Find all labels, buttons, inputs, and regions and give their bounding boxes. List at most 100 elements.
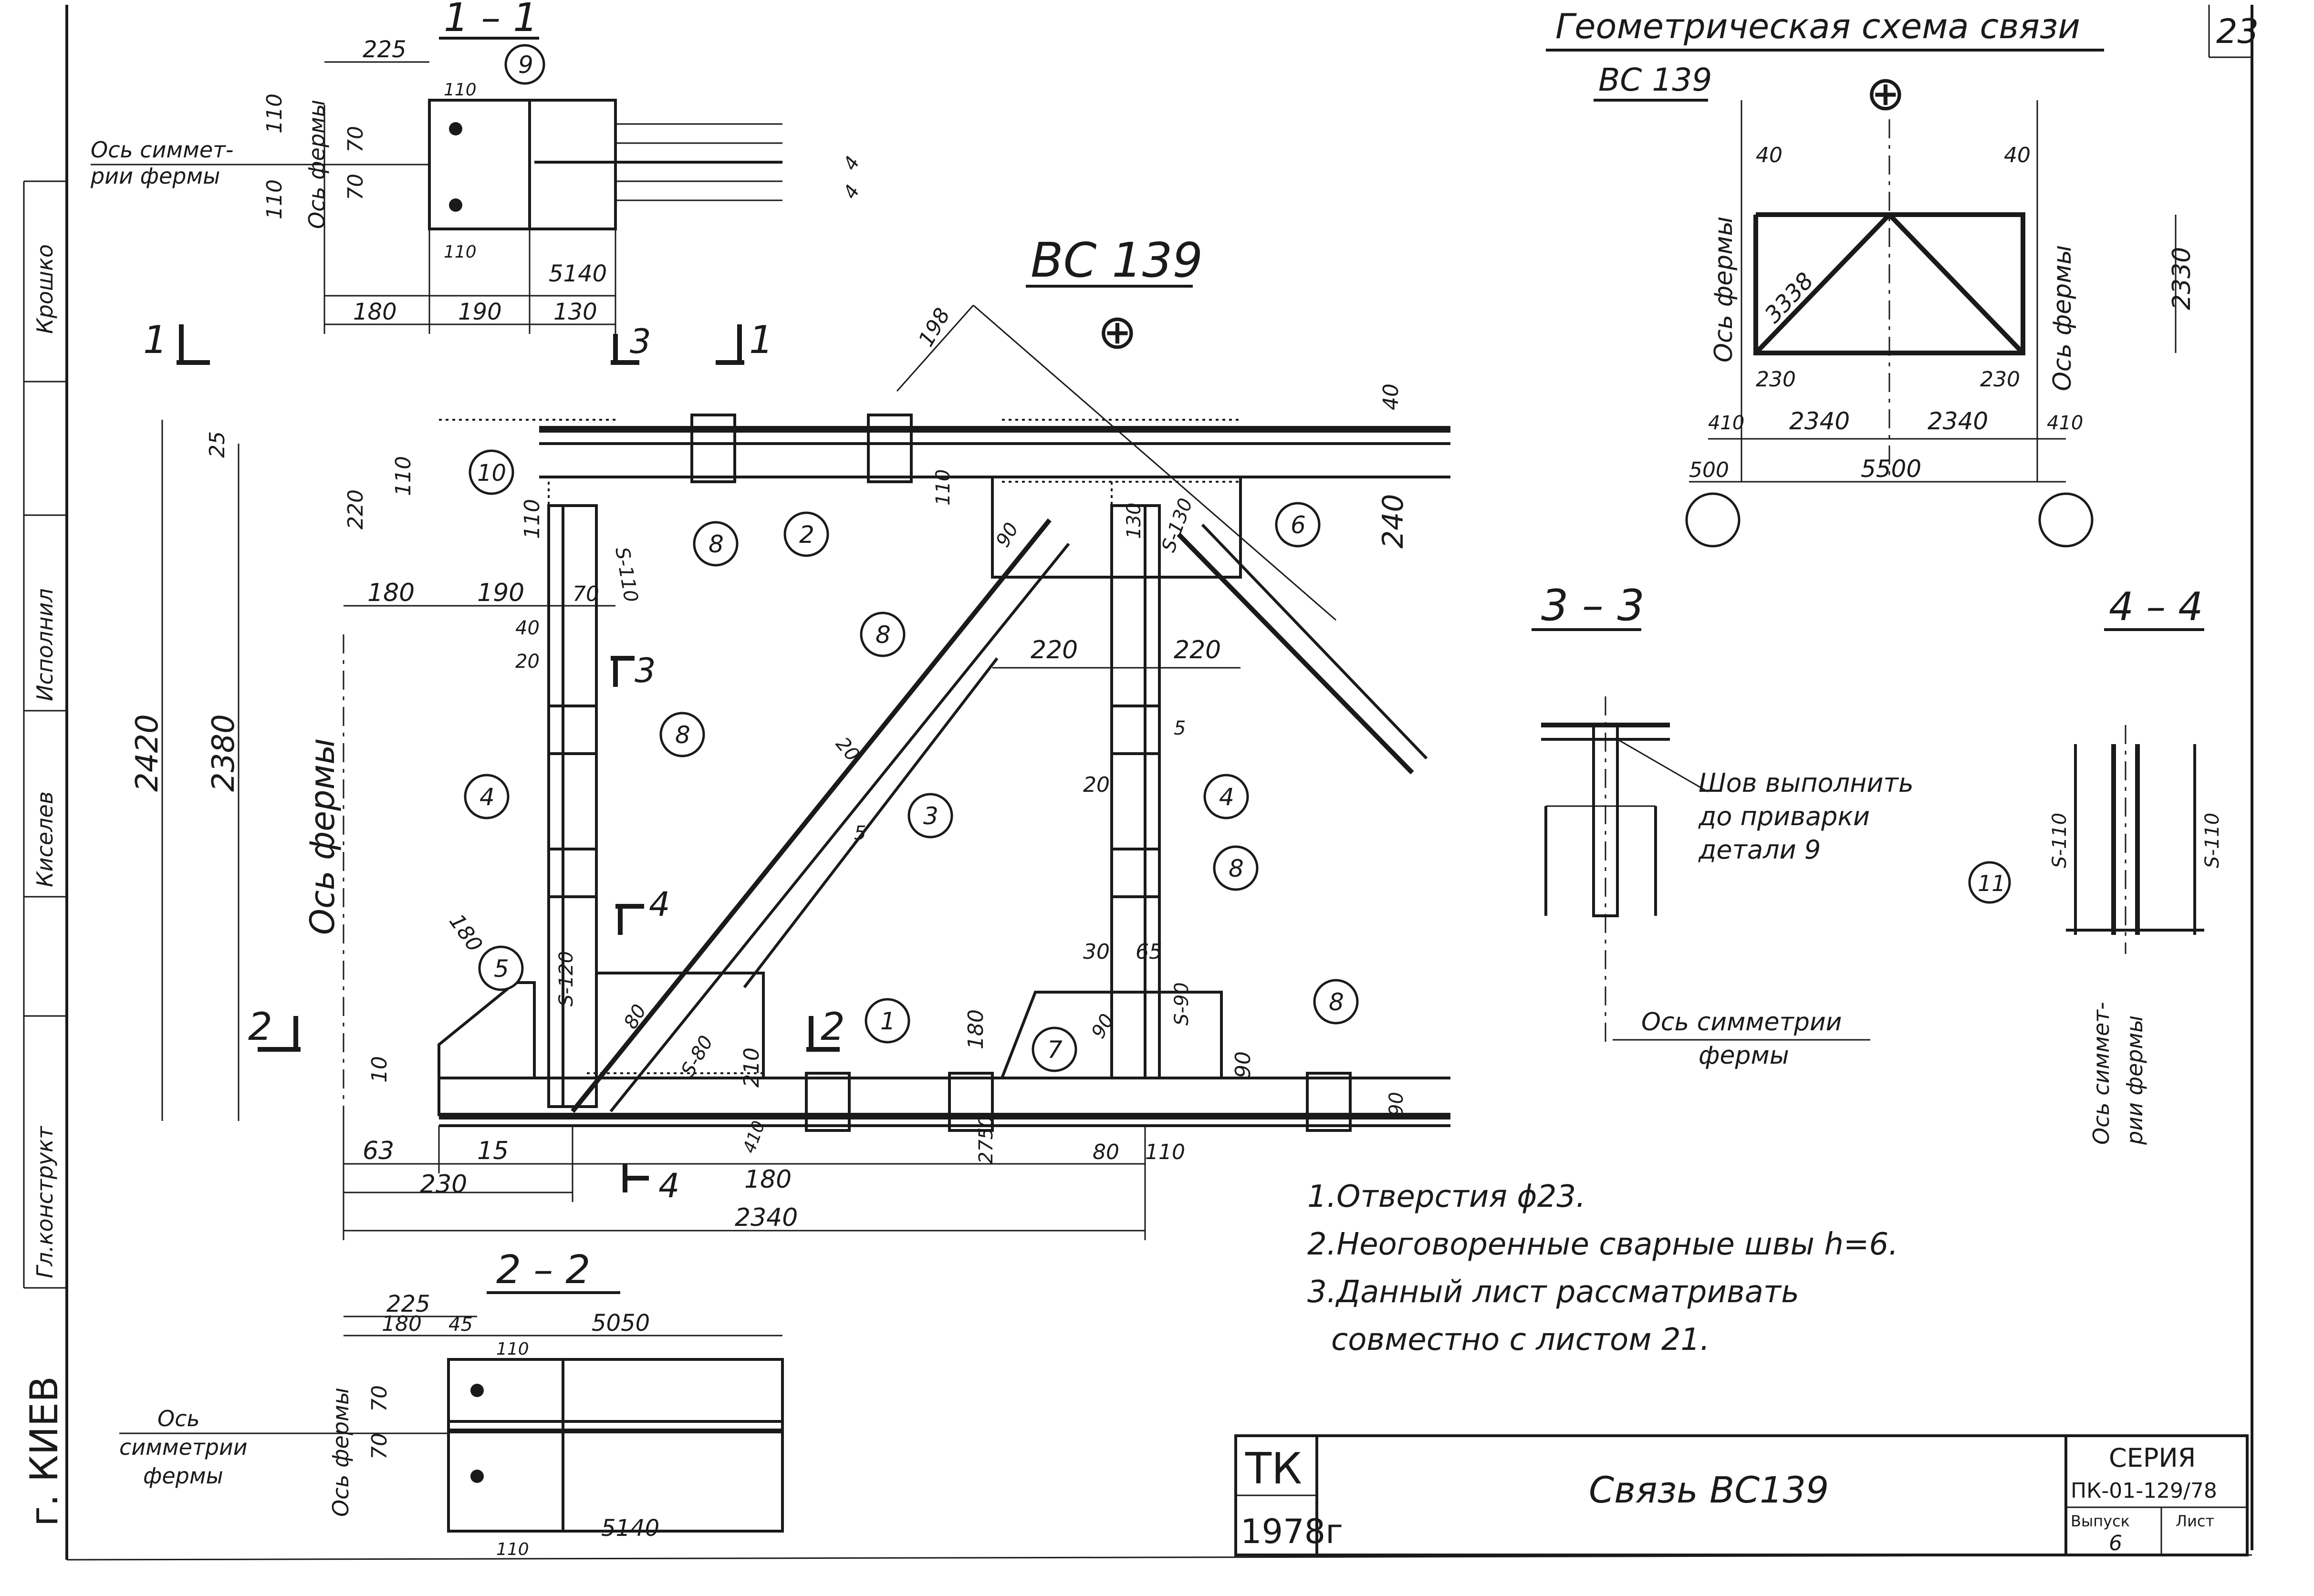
part-mark-8-e: 8 [1313, 979, 1359, 1025]
stamp-role-chief: Гл.конструкт [32, 1126, 58, 1278]
scheme-dim-410-right: 410 [2047, 412, 2083, 434]
dim-5-diag: 5 [854, 822, 866, 844]
dim-70-s2-a: 70 [367, 1385, 392, 1412]
part-mark-8-d: 8 [1213, 845, 1259, 891]
dim-220-b: 220 [1174, 636, 1221, 664]
dim-110-vert: 110 [520, 499, 544, 539]
dim-20-a: 20 [515, 651, 540, 673]
section-1-1-title: 1 – 1 [444, 0, 538, 41]
scheme-dim-2340-a: 2340 [1789, 407, 1850, 435]
part-mark-9 [504, 44, 545, 85]
dim-2420: 2420 [130, 714, 165, 792]
dim-180-top: 180 [367, 579, 415, 607]
dim-10: 410 [740, 1118, 769, 1156]
dim-40-right: 40 [1379, 383, 1403, 410]
s3-note-3: детали 9 [1698, 835, 1821, 865]
dim-110-gusset: 110 [932, 469, 954, 506]
section-marker-2-left: 2 [248, 1005, 272, 1049]
part-mark-3: 3 [907, 793, 953, 839]
s4-dim-s110-right: S-110 [2201, 813, 2223, 868]
dim-110-s2-top: 110 [496, 1339, 529, 1359]
part-mark-2: 2 [783, 511, 829, 557]
dim-45-s2: 45 [448, 1314, 473, 1336]
section-marker-2-right: 2 [821, 1005, 845, 1049]
dim-220-a: 220 [1031, 636, 1078, 664]
part-mark-4-right-label: 4 [1219, 783, 1234, 811]
note-2: 2.Неоговоренные сварные швы h=6. [1307, 1227, 1898, 1262]
scheme-dim-230-left: 230 [1756, 367, 1796, 392]
bolt-hole [470, 1470, 484, 1483]
dim-20-diag: 20 [831, 733, 864, 766]
scheme-axis-left: Ось фермы [1709, 217, 1738, 363]
part-mark-8-d-label: 8 [1229, 855, 1244, 882]
dim-30: 30 [1083, 940, 1110, 964]
geometric-scheme: Геометрическая схема связи ВС 139 ⊕ 40 4… [1546, 6, 2196, 548]
section-2-2: 2 – 2 225 180 45 5050 110 110 5140 70 70… [119, 1247, 784, 1559]
part-mark-8-e-label: 8 [1329, 988, 1344, 1016]
dim-225-s2: 225 [386, 1291, 430, 1317]
s3-note-2: до приварки [1698, 801, 1870, 831]
bolt-hole [449, 122, 462, 135]
dim-80-bottom: 80 [1093, 1140, 1119, 1164]
dim-90-left: 10 [367, 1056, 392, 1083]
dim-180-s2: 180 [382, 1312, 422, 1336]
part-mark-10-label: 10 [477, 460, 506, 487]
dim-225: 225 [363, 36, 407, 63]
dim-110-top: 110 [391, 456, 416, 496]
section-1-1: 1 – 1 9 225 110 110 5140 180 190 130 110… [90, 0, 864, 334]
section-marker-3-mid: 3 [635, 651, 656, 690]
part-mark-6-label: 6 [1291, 511, 1306, 539]
section-marker-1-right: 1 [749, 318, 773, 362]
s3-note-1: Шов выполнить [1699, 768, 1914, 798]
part-mark-1-label: 1 [880, 1007, 896, 1035]
part-mark-8-b: 8 [860, 611, 906, 657]
dim-70-s2-b: 70 [367, 1433, 392, 1460]
part-mark-11 [1968, 861, 2011, 904]
part-mark-10: 10 [469, 449, 514, 495]
dim-63: 90 [1386, 1092, 1407, 1116]
scheme-dim-2330: 2330 [2168, 247, 2196, 310]
s4-dim-s110-left: S-110 [2049, 813, 2071, 868]
section-3-3: 3 – 3 Шов выполнить до приварки детали 9… [1532, 580, 1914, 1070]
part-mark-8-b-label: 8 [876, 621, 891, 649]
scheme-dim-410-left: 410 [1708, 412, 1744, 434]
dim-180-gusset: 180 [444, 910, 487, 956]
part-mark-11-label: 11 [1978, 871, 2006, 896]
part-mark-7-label: 7 [1047, 1036, 1063, 1064]
column-circle-left [1685, 492, 1741, 548]
section-4-4-title: 4 – 4 [2109, 584, 2203, 630]
section-3-3-title: 3 – 3 [1541, 580, 1645, 631]
s3-axis-1: Ось симметрии [1641, 1008, 1842, 1036]
part-mark-5-label: 5 [494, 955, 509, 983]
column-circle-right [2038, 492, 2094, 548]
section-4-4: 4 – 4 S-110 S-110 11 Ось симмет- рии фер… [1968, 584, 2223, 1145]
dim-410: 230 [420, 1170, 467, 1199]
dim-65: 65 [1136, 940, 1162, 964]
title-series: ПК-01-129/78 [2071, 1479, 2217, 1503]
dim-2380: 2380 [206, 714, 241, 792]
sheet-number: 23 [2216, 12, 2259, 51]
title-name: Связь ВС139 [1589, 1469, 1829, 1511]
part-mark-2-label: 2 [799, 521, 814, 549]
dim-110-bottom: 110 [1145, 1140, 1185, 1164]
section-2-2-title: 2 – 2 [496, 1247, 590, 1293]
dim-70-b: 70 [344, 174, 368, 200]
scheme-title: Геометрическая схема связи [1555, 6, 2080, 46]
section-marker-4-mid: 4 [649, 885, 670, 924]
notes: 1.Отверстия ϕ23. 2.Неоговоренные сварные… [1307, 1179, 1898, 1358]
part-mark-8-c: 8 [659, 712, 705, 757]
dim-4-a: 4 [839, 153, 865, 174]
dim-40: 40 [515, 617, 540, 639]
part-mark-4-right: 4 [1203, 774, 1249, 819]
title-sheet-label: Лист [2176, 1512, 2214, 1530]
dim-90-right-gusset: 90 [1087, 1010, 1118, 1042]
dim-180-right: 180 [964, 1009, 988, 1049]
part-mark-3-label: 3 [923, 802, 938, 830]
scheme-dim-2340-b: 2340 [1928, 407, 1988, 435]
axis-label-truss-s2: Ось фермы [328, 1388, 354, 1517]
scheme-subtitle: ВС 139 [1598, 62, 1712, 98]
dim-4-b: 4 [839, 181, 865, 203]
dim-210: 210 [740, 1047, 764, 1088]
bolt-hole [470, 1384, 484, 1397]
